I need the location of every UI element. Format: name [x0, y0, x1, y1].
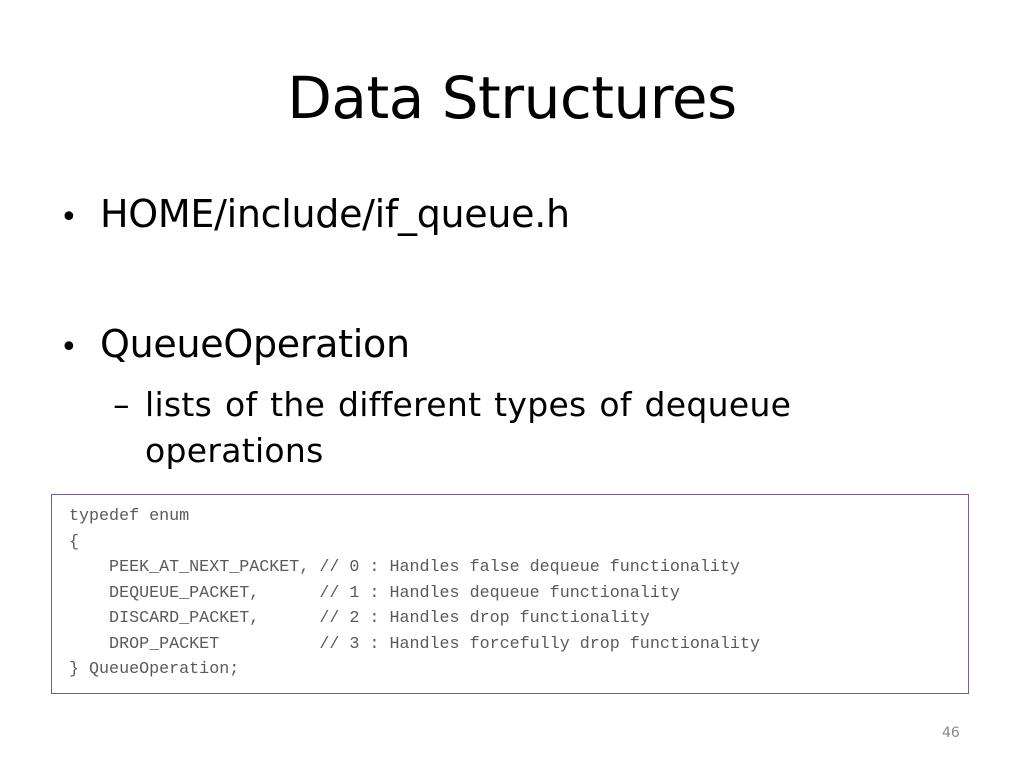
code-block: typedef enum { PEEK_AT_NEXT_PACKET, // 0… [69, 504, 760, 683]
code-line: { [69, 532, 80, 552]
code-line: } QueueOperation; [69, 660, 240, 679]
bullet-dot: • [60, 330, 78, 365]
sub-bullet-text: lists of the different types of dequeue … [145, 385, 792, 470]
code-box: typedef enum { PEEK_AT_NEXT_PACKET, // 0… [51, 494, 969, 694]
bullet-item-queue-operation: • QueueOperation [60, 318, 410, 374]
bullet-text: QueueOperation [100, 322, 410, 366]
code-line: PEEK_AT_NEXT_PACKET, // 0 : Handles fals… [69, 558, 740, 577]
sub-bullet-item: – lists of the different types of dequeu… [113, 382, 853, 474]
bullet-dot: • [60, 200, 78, 235]
slide-title: Data Structures [287, 64, 737, 132]
code-line: typedef enum [69, 507, 190, 526]
code-line: DROP_PACKET // 3 : Handles forcefully dr… [69, 634, 760, 654]
code-line: DEQUEUE_PACKET, // 1 : Handles dequeue f… [69, 583, 680, 603]
bullet-item-header-file: • HOME/include/if_queue.h [60, 188, 570, 244]
bullet-text: HOME/include/if_queue.h [100, 192, 570, 236]
code-line: DISCARD_PACKET, // 2 : Handles drop func… [69, 609, 650, 628]
page-number: 46 [942, 725, 960, 741]
sub-bullet-dash: – [113, 385, 130, 424]
